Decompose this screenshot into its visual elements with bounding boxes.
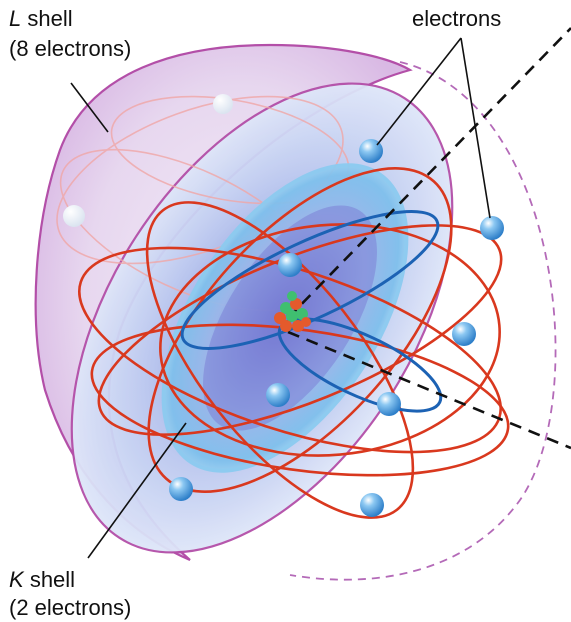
cutaway-axes (287, 27, 571, 450)
l-shell-label: L shell (9, 6, 73, 31)
l-shell-count-label: (8 electrons) (9, 36, 132, 61)
electron-faint (213, 94, 233, 114)
electron (452, 322, 476, 346)
electron (278, 253, 302, 277)
leader-lines (70, 37, 491, 559)
nucleus (274, 291, 311, 332)
electrons-label: electrons (412, 6, 502, 31)
electron (266, 383, 290, 407)
k-shell-orbits (180, 210, 443, 413)
electron (377, 392, 401, 416)
electron (480, 216, 504, 240)
k-shell-count-label: (2 electrons) (9, 595, 132, 620)
dashed-shell-boundary (289, 61, 557, 581)
electron (169, 477, 193, 501)
electrons (169, 139, 504, 517)
l-shell-orbits (78, 167, 510, 519)
k-shell-label: K shell (9, 567, 76, 592)
electron (360, 493, 384, 517)
electron-faint (63, 205, 85, 227)
